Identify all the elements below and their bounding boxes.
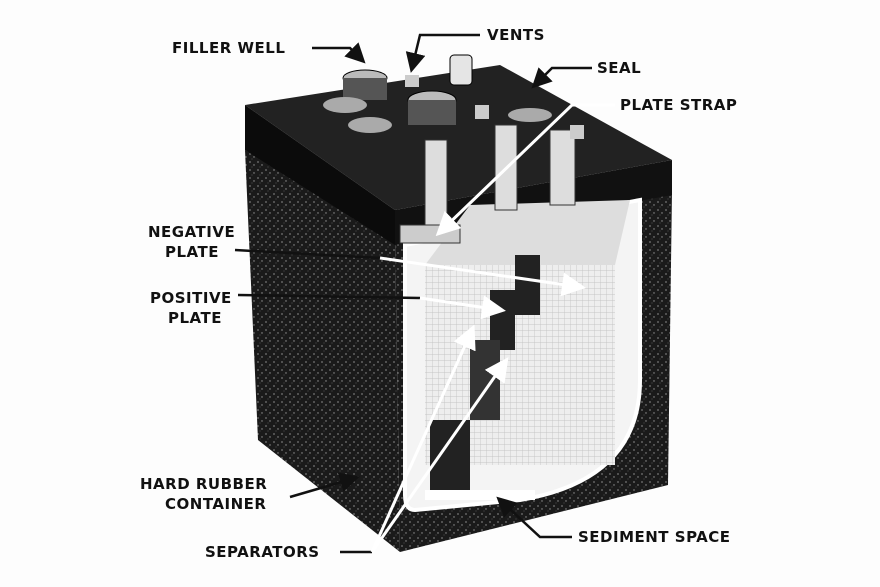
label-plate-strap: PLATE STRAP (620, 96, 738, 114)
plate-strap (399, 224, 461, 244)
plate-strap-post (549, 129, 576, 206)
label-seal: SEAL (597, 59, 642, 77)
label-positive-plate-2: PLATE (168, 309, 222, 327)
label-negative-plate-2: PLATE (165, 243, 219, 261)
label-container-1: HARD RUBBER (140, 475, 268, 493)
leader-lines (234, 33, 592, 554)
label-sediment-space: SEDIMENT SPACE (578, 528, 731, 546)
plate-dark-section (430, 420, 470, 495)
plate-top (425, 200, 630, 265)
interior-arrows (370, 103, 615, 553)
container-left-face (245, 150, 400, 552)
label-positive-plate-1: POSITIVE (150, 289, 232, 307)
label-vents: VENTS (487, 26, 545, 44)
plate-strap-post (424, 139, 448, 236)
sediment-space (425, 490, 535, 500)
negative-plate (515, 255, 540, 315)
label-container-2: CONTAINER (165, 495, 267, 513)
label-separators: SEPARATORS (205, 543, 320, 561)
label-filler-well: FILLER WELL (172, 39, 286, 57)
cover-front-band (245, 105, 395, 245)
vents (405, 54, 584, 139)
label-negative-plate-1: NEGATIVE (148, 223, 236, 241)
filler-wells (323, 69, 552, 133)
